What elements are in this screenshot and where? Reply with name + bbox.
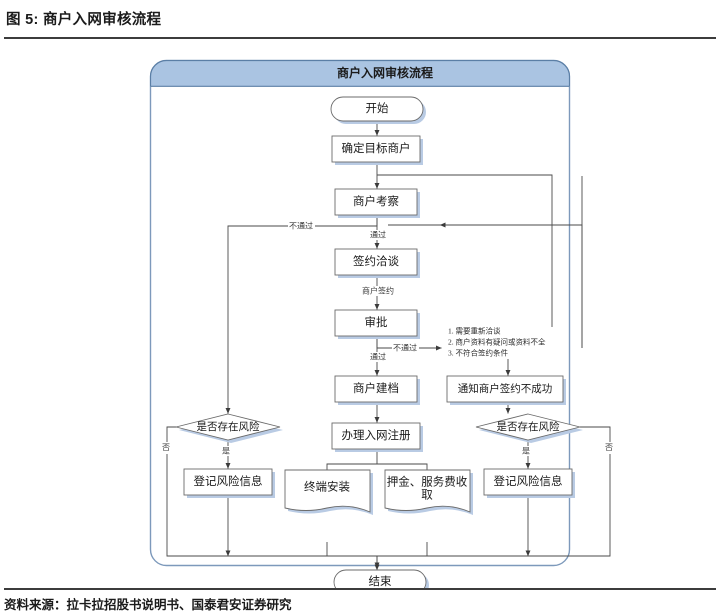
node-terminal-install[interactable]: 终端安装 <box>284 469 373 515</box>
node-risk-decision-left[interactable]: 是否存在风险 <box>175 413 283 443</box>
node-merchant-survey[interactable]: 商户考察 <box>334 188 420 218</box>
edge-label-risk-right-no: 否 <box>605 443 613 452</box>
title-divider <box>4 37 716 39</box>
node-target-merchant-label: 确定目标商户 <box>342 141 411 155</box>
node-notify-fail-label: 通知商户签约不成功 <box>458 382 553 395</box>
node-register-risk-left[interactable]: 登记风险信息 <box>183 468 275 498</box>
node-start[interactable]: 开始 <box>330 96 426 124</box>
node-merchant-filing[interactable]: 商户建档 <box>334 375 420 405</box>
node-risk-decision-left-label: 是否存在风险 <box>197 420 260 433</box>
node-contract-negotiation-label: 签约洽谈 <box>353 254 399 268</box>
node-register-risk-right-label: 登记风险信息 <box>494 474 563 488</box>
edge-note1-return-survey <box>377 174 553 327</box>
node-merchant-filing-label: 商户建档 <box>353 381 399 395</box>
node-deposit-fee-label-line1: 押金、服务费收 <box>387 475 468 489</box>
edge-label-risk-right-yes: 是 <box>522 446 530 455</box>
node-start-label: 开始 <box>366 101 389 115</box>
note-line-2: 2. 商户资料有疑问或资料不全 <box>448 337 546 347</box>
edge-label-approval-pass: 通过 <box>370 351 386 361</box>
edge-label-approval-fail: 不通过 <box>393 342 417 352</box>
node-target-merchant[interactable]: 确定目标商户 <box>331 135 423 165</box>
node-end-label: 结束 <box>369 575 392 588</box>
page-title: 图 5: 商户入网审核流程 <box>6 12 162 28</box>
node-approval[interactable]: 审批 <box>334 309 420 339</box>
node-network-registration[interactable]: 办理入网注册 <box>331 422 423 452</box>
node-merchant-survey-label: 商户考察 <box>353 194 399 208</box>
node-deposit-fee[interactable]: 押金、服务费收 取 <box>384 469 473 515</box>
edge-label-merchant-sign: 商户签约 <box>362 285 394 295</box>
node-network-registration-label: 办理入网注册 <box>342 428 411 442</box>
node-risk-decision-right[interactable]: 是否存在风险 <box>475 413 583 443</box>
note-approval-reasons: 1. 需要重新洽谈 2. 商户资料有疑问或资料不全 3. 不符合签约条件 <box>448 326 546 358</box>
banner-title: 商户入网审核流程 <box>337 65 433 80</box>
note-line-3: 3. 不符合签约条件 <box>448 348 508 358</box>
node-register-risk-right[interactable]: 登记风险信息 <box>483 468 575 498</box>
edge-label-risk-left-no: 否 <box>162 443 170 452</box>
note-line-1: 1. 需要重新洽谈 <box>448 326 501 336</box>
edge-label-risk-left-yes: 是 <box>222 446 230 455</box>
node-end[interactable]: 结束 <box>333 569 429 588</box>
edge-label-survey-pass: 通过 <box>370 229 386 239</box>
edge-note2-return-negotiation <box>439 222 583 348</box>
node-approval-label: 审批 <box>365 315 388 329</box>
node-contract-negotiation[interactable]: 签约洽谈 <box>334 248 420 278</box>
flowchart-diagram: 商户入网审核流程 不通过 通过 商户签约 不通过 <box>0 40 720 588</box>
node-risk-decision-right-label: 是否存在风险 <box>497 420 560 433</box>
figure-source: 资料来源：拉卡拉招股书说明书、国泰君安证券研究 <box>4 598 292 612</box>
node-notify-fail[interactable]: 通知商户签约不成功 <box>446 375 566 405</box>
edge-label-survey-fail: 不通过 <box>289 220 313 230</box>
node-register-risk-left-label: 登记风险信息 <box>194 474 263 488</box>
diagram-banner <box>150 60 570 86</box>
node-terminal-install-label: 终端安装 <box>304 480 350 494</box>
node-deposit-fee-label-line2: 取 <box>421 489 433 502</box>
source-divider <box>4 588 716 590</box>
